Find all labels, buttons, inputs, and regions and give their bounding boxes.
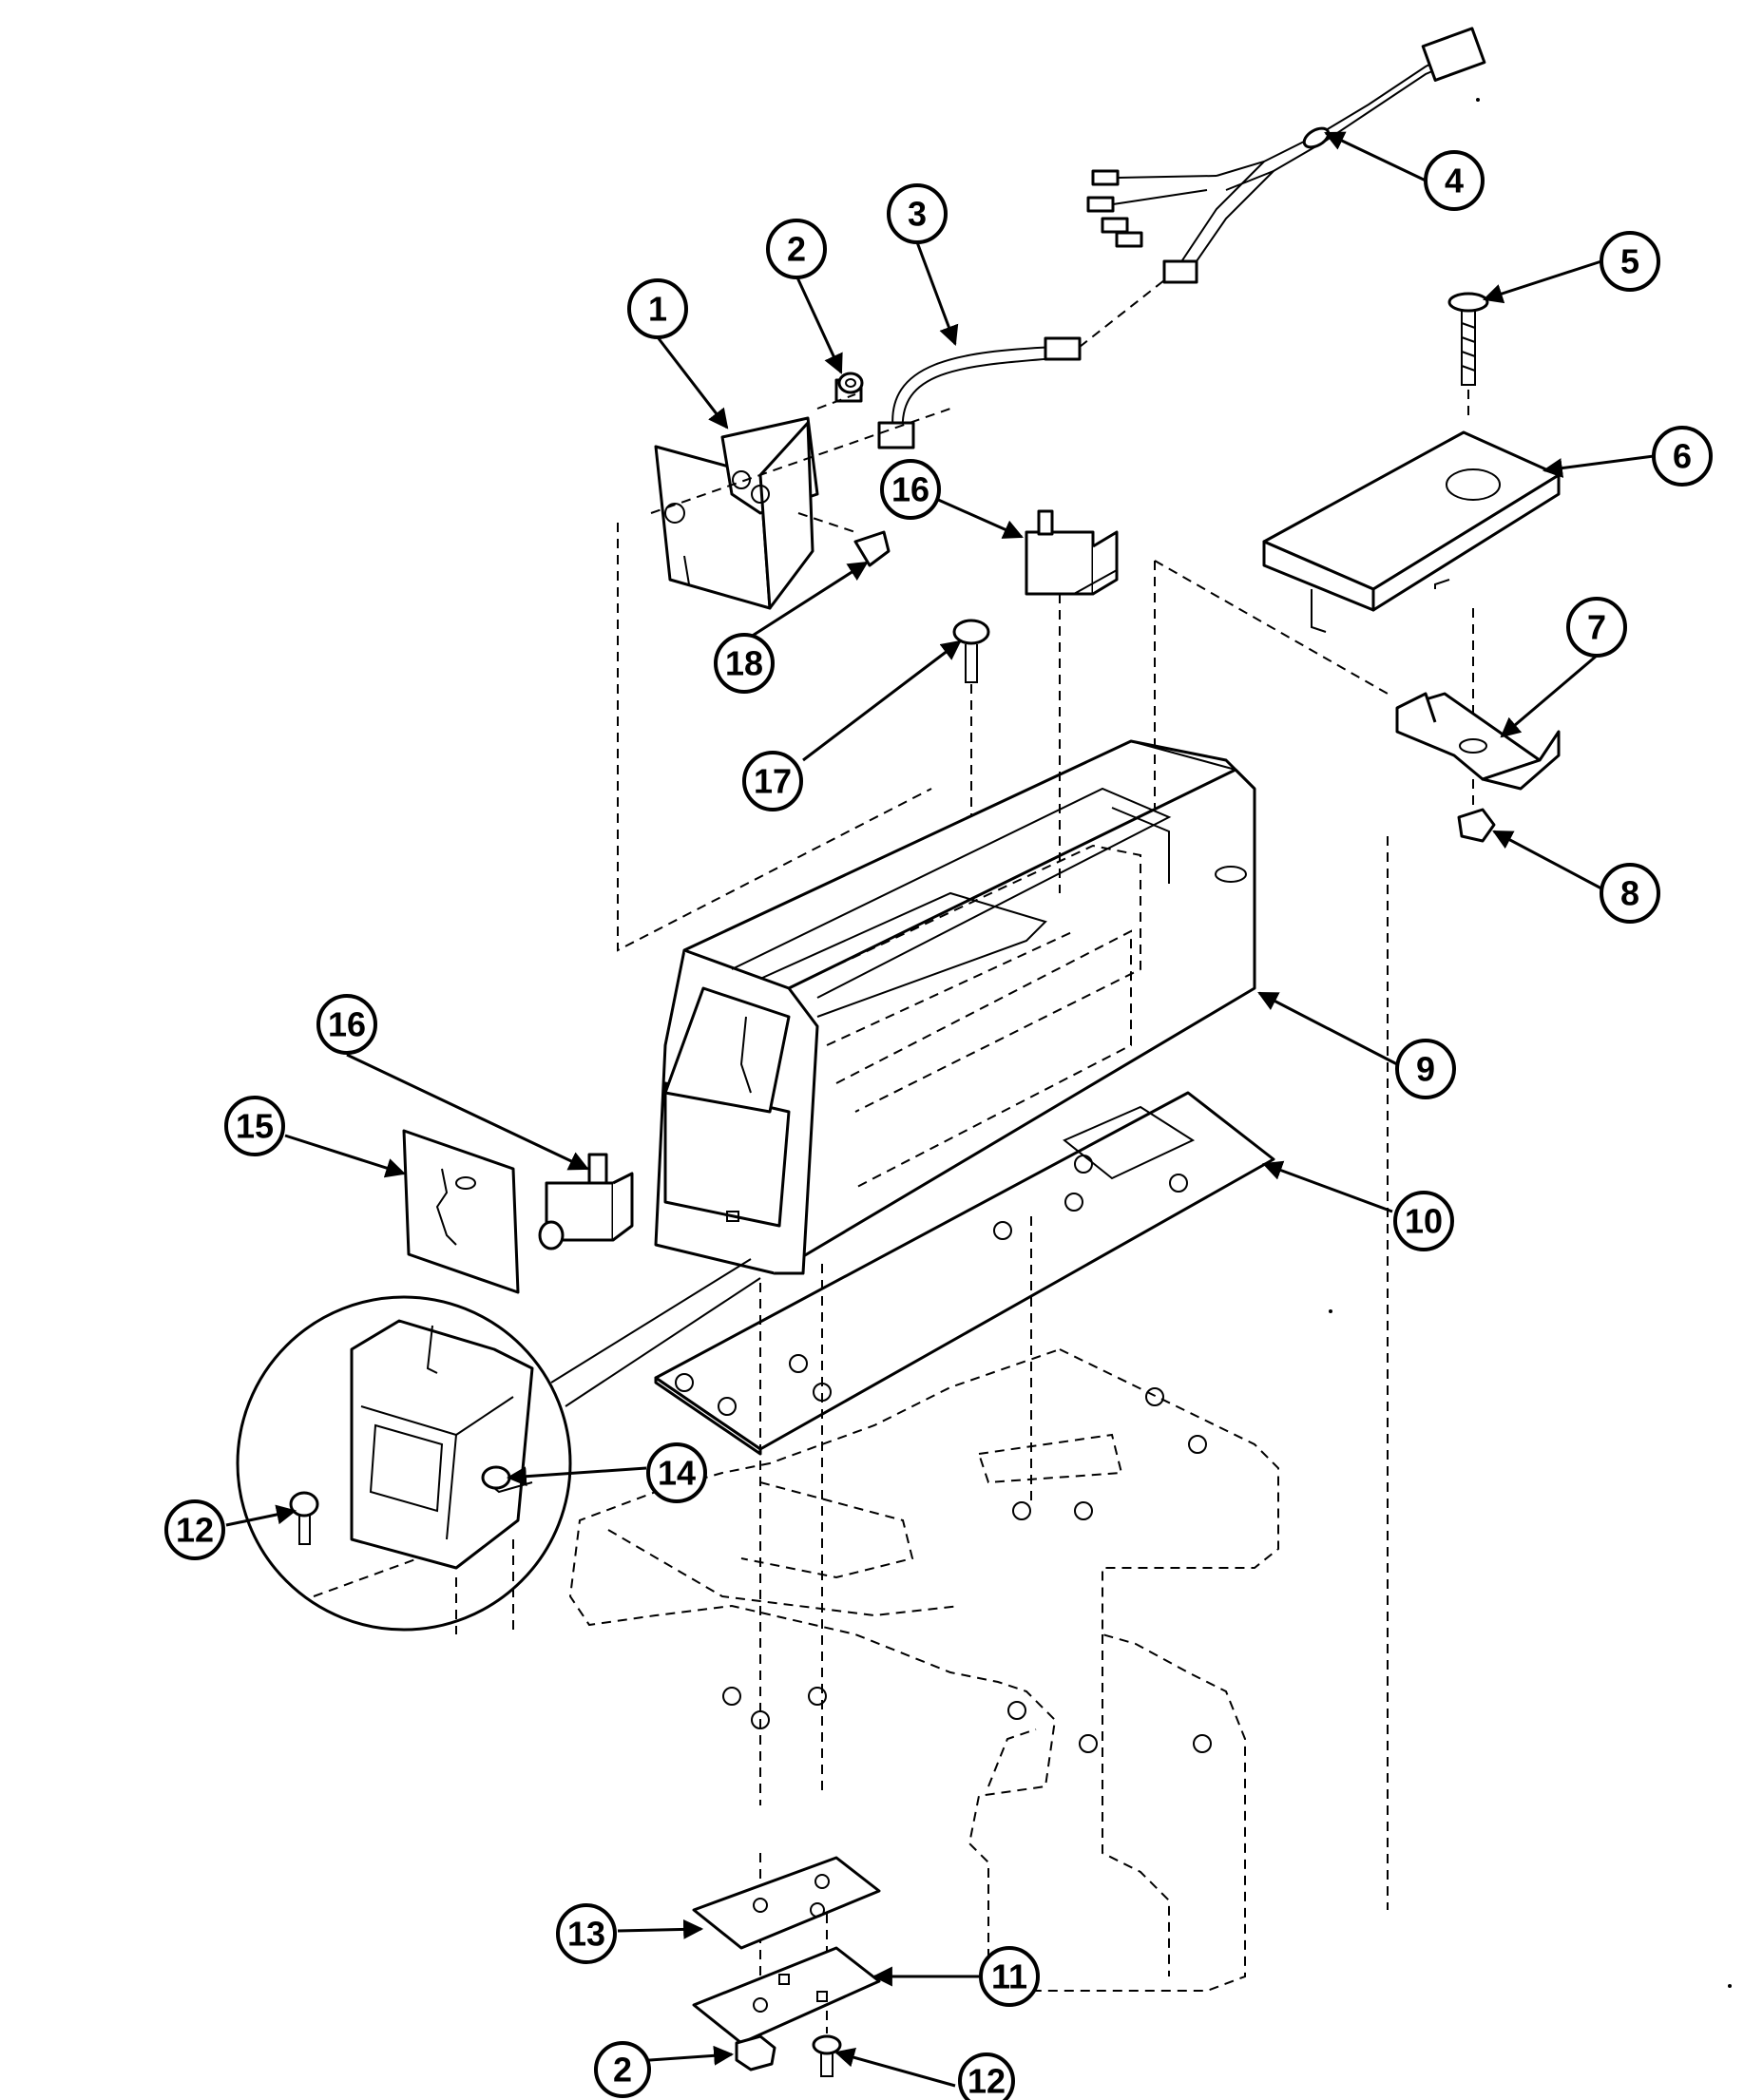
callout-2-top-label: 2 [787, 230, 806, 269]
machine-bed-outline [568, 1347, 1279, 1992]
callout-6-label: 6 [1673, 437, 1692, 476]
callout-15: 15 [224, 1096, 285, 1156]
callout-16-top-label: 16 [891, 470, 929, 509]
callout-1-label: 1 [648, 290, 667, 329]
callout-12-detail: 12 [164, 1499, 225, 1560]
callout-4-label: 4 [1445, 162, 1464, 200]
callout-16-top: 16 [880, 459, 941, 520]
switch-cover [402, 1129, 520, 1294]
callout-14: 14 [646, 1442, 707, 1503]
nut-bottom [735, 2034, 776, 2071]
callout-13: 13 [556, 1903, 617, 1964]
callout-11-label: 11 [991, 1957, 1027, 1996]
callout-9-label: 9 [1416, 1050, 1435, 1089]
bracket-7 [1395, 692, 1561, 812]
nut-top [837, 372, 864, 394]
wiring-harness [1086, 27, 1486, 284]
callout-8-label: 8 [1620, 874, 1639, 913]
plate-11 [692, 1946, 881, 2045]
callout-11: 11 [979, 1946, 1040, 2007]
cover-plate [1262, 430, 1561, 722]
callout-15-label: 15 [236, 1107, 274, 1146]
callout-18-label: 18 [725, 644, 763, 683]
base-plate [654, 1091, 1275, 1456]
detail-view [236, 1258, 761, 1634]
callout-7-label: 7 [1587, 608, 1606, 647]
wire-lead [877, 279, 1165, 449]
carriage-bolt-detail [289, 1491, 319, 1545]
callout-6: 6 [1652, 426, 1713, 487]
callout-17: 17 [742, 751, 803, 811]
plate-13 [692, 1856, 881, 1950]
callout-7: 7 [1566, 597, 1627, 658]
callout-5-label: 5 [1620, 242, 1639, 281]
callout-16-lower: 16 [316, 994, 377, 1055]
callout-18: 18 [714, 633, 775, 694]
callout-8: 8 [1600, 863, 1660, 924]
callout-12-bottom: 12 [958, 2052, 1015, 2100]
callout-14-label: 14 [658, 1454, 696, 1493]
micro-switch-lower [538, 1153, 634, 1250]
callout-16-lower-label: 16 [328, 1005, 366, 1044]
callout-13-label: 13 [567, 1915, 605, 1954]
callout-9: 9 [1395, 1039, 1456, 1099]
callout-2-top: 2 [766, 219, 827, 279]
callout-12-detail-label: 12 [176, 1511, 214, 1550]
callout-2-bottom: 2 [594, 2041, 651, 2098]
screw-5 [1447, 292, 1489, 418]
nut-8 [1457, 808, 1496, 843]
callout-4: 4 [1424, 150, 1485, 211]
callout-12-bottom-label: 12 [968, 2062, 1006, 2100]
micro-switch-top [1025, 509, 1119, 596]
callout-5: 5 [1600, 231, 1660, 292]
callout-1: 1 [627, 278, 688, 339]
callout-3: 3 [887, 183, 948, 244]
main-housing [654, 739, 1256, 1275]
callout-10: 10 [1393, 1191, 1454, 1251]
carriage-bolt-bottom [812, 2034, 842, 2077]
callout-17-label: 17 [754, 762, 792, 801]
switch-clip [853, 530, 891, 567]
leader-lines [225, 131, 1655, 2088]
switch-bracket-assembly [654, 378, 863, 610]
callout-10-label: 10 [1405, 1202, 1443, 1241]
callout-2-bottom-label: 2 [613, 2051, 632, 2090]
callout-3-label: 3 [908, 195, 927, 234]
